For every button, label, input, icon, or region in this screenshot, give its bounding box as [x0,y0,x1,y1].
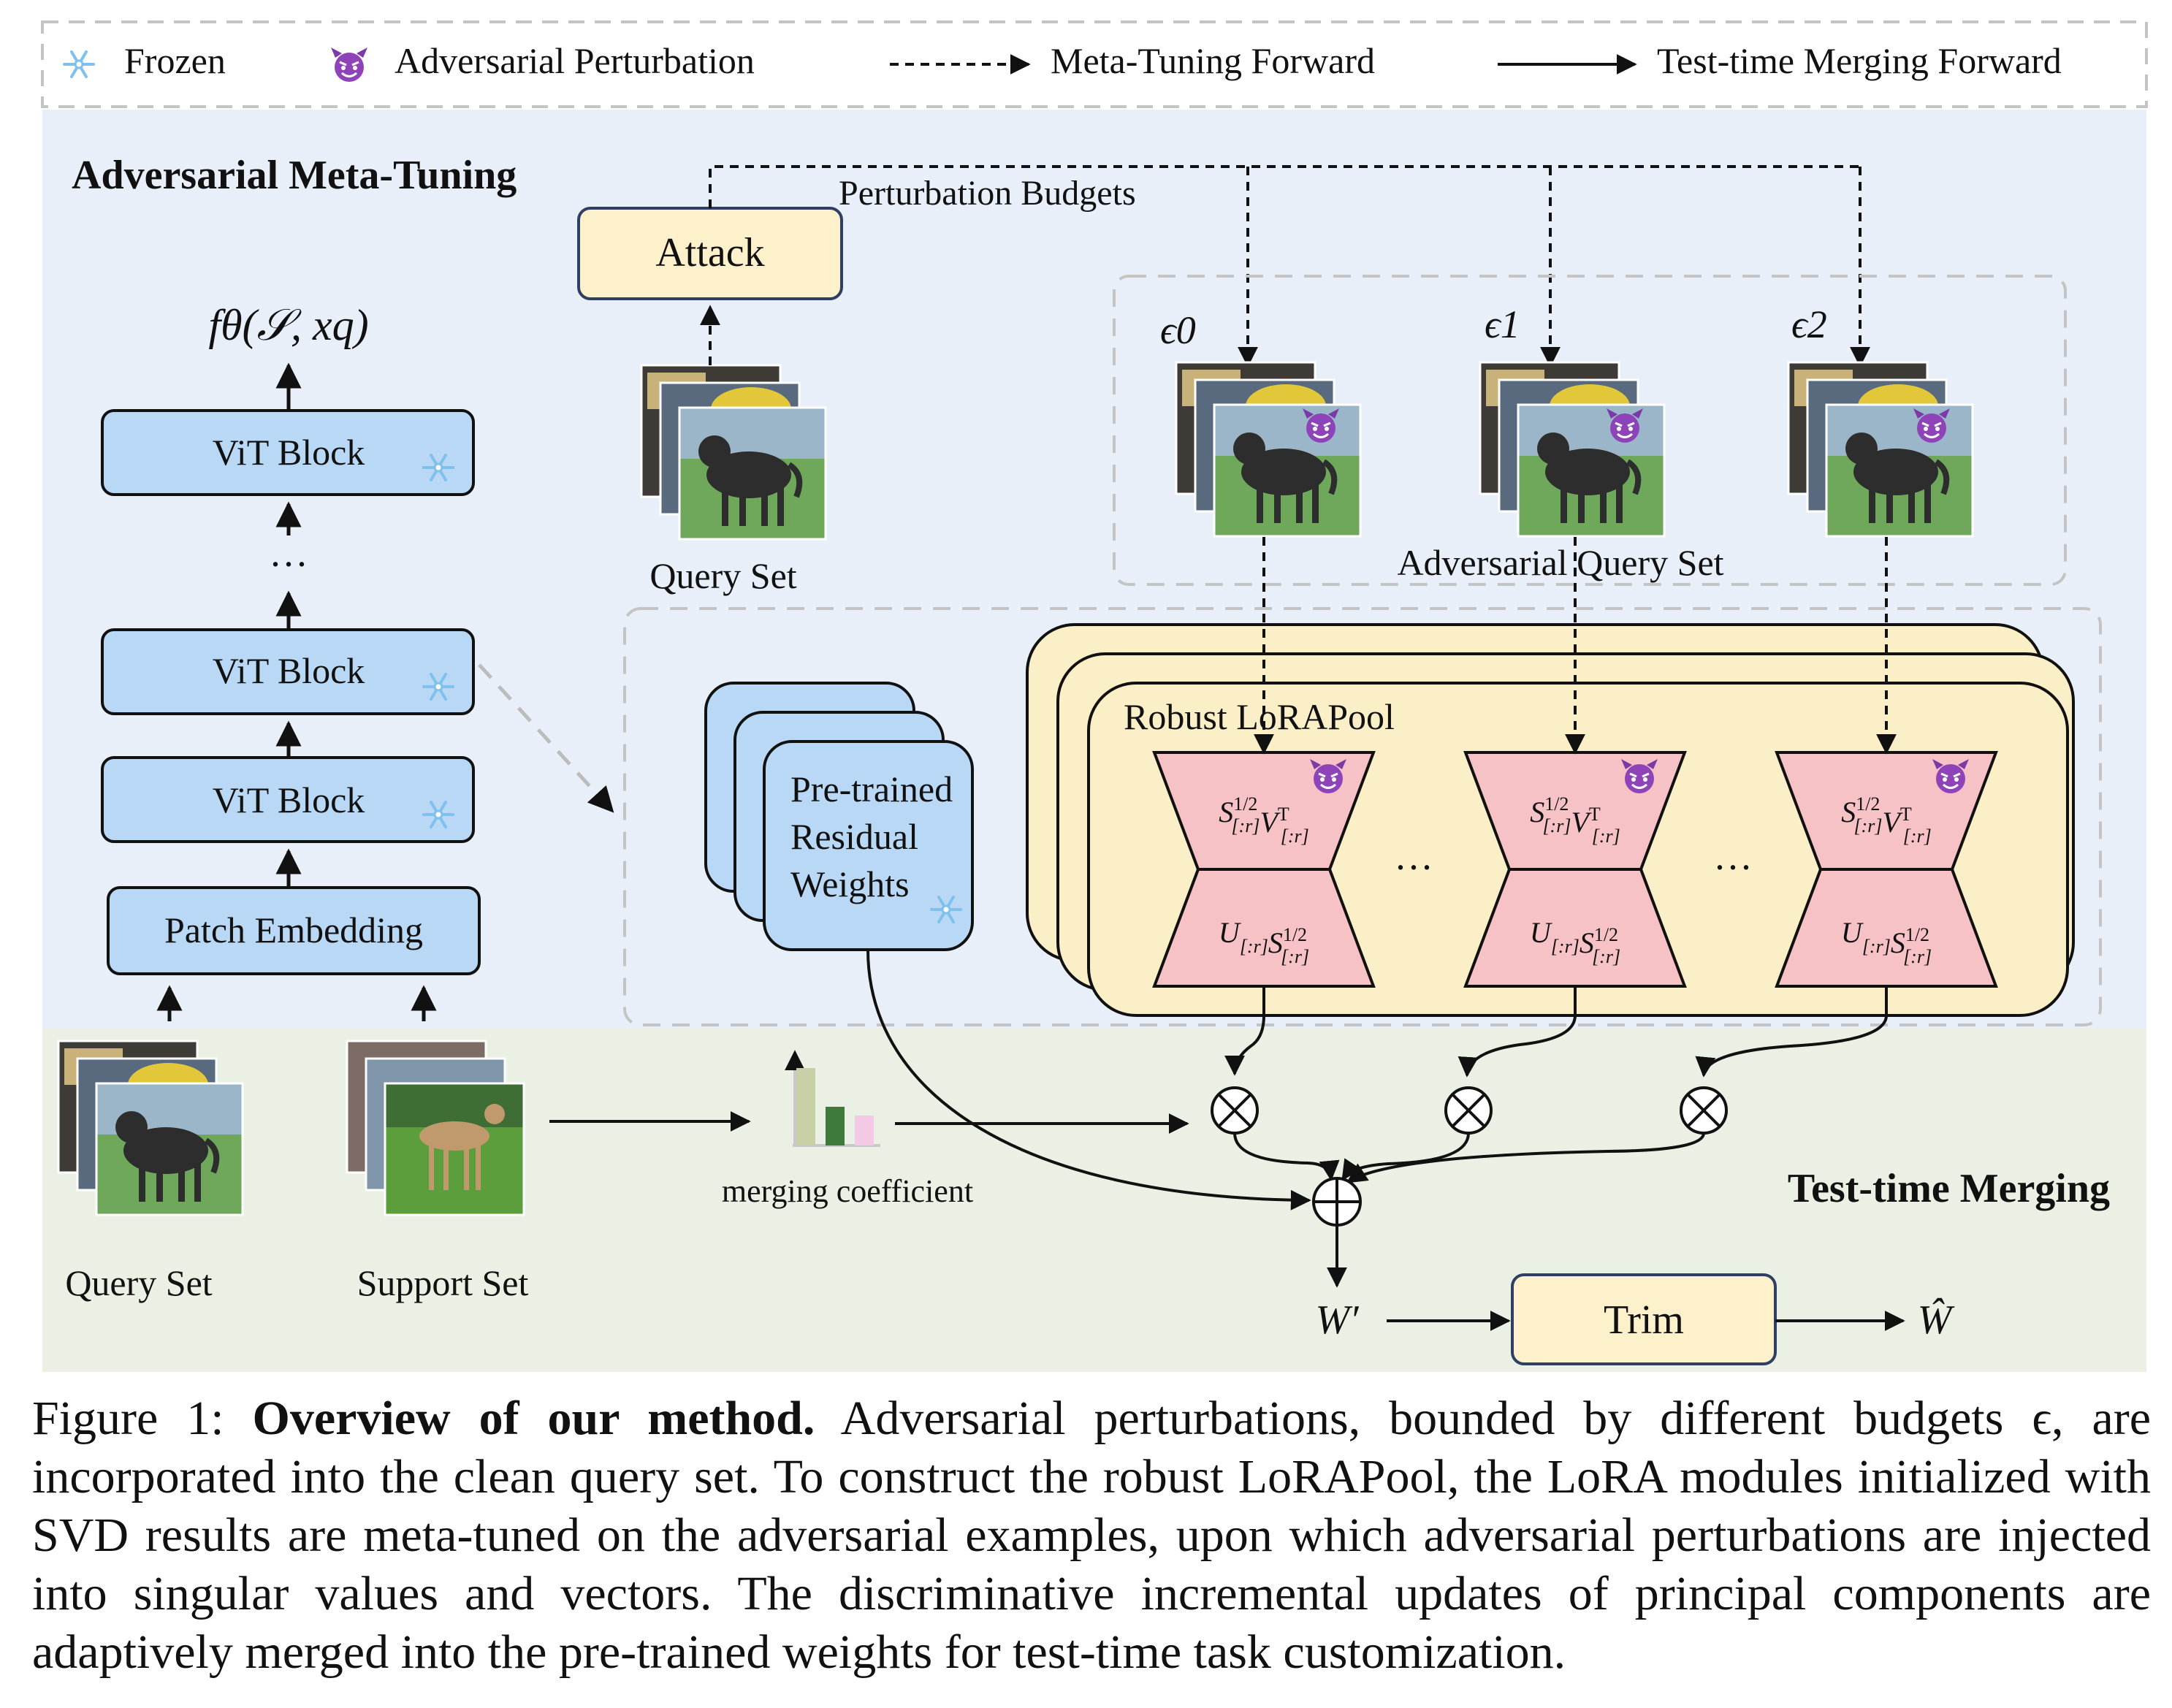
lora-top-formula: S1/2[:r]VT[:r] [1841,793,1932,847]
caption-bold: Overview of our method. [252,1392,815,1445]
residual-line-3: Weights [790,863,910,904]
adversarial-query-set: ϵ0 ϵ1 ϵ2 Adversarial Query Set [1113,275,2067,586]
w-hat: Ŵ [1918,1297,1955,1343]
attack-group: Attack Query Set Perturbation Budgets [577,165,1870,596]
query-set-label: Query Set [649,555,796,596]
vit-block-mid: ViT Block [213,650,365,691]
adversarial-query-set-label: Adversarial Query Set [1397,542,1723,583]
legend-adversarial: Adversarial Perturbation [395,40,755,81]
legend-frozen: Frozen [124,40,226,81]
residual-line-1: Pre-trained [790,769,953,809]
model-output: fθ(𝒮, xq) [208,301,368,349]
merging-coefficient-label: merging coefficient [722,1173,973,1209]
multiply-op-2 [1444,1086,1493,1135]
attack-label: Attack [655,230,764,275]
merge-query-set-label: Query Set [65,1262,212,1303]
residual-weights: Pre-trained Residual Weights [704,682,974,951]
support-set-label: Support Set [357,1262,529,1303]
caption-figure-label: Figure 1: [32,1392,224,1445]
coefficient-bar-2 [826,1107,845,1145]
lorapool-dots-2: ··· [1713,845,1753,889]
merging-flow: Query Set Support Set merging coefficien… [58,949,1955,1365]
meta-tuning-title: Adversarial Meta-Tuning [72,153,517,198]
coefficient-bar-3 [855,1116,874,1145]
multiply-op-1 [1211,1086,1259,1135]
multiply-op-3 [1680,1086,1728,1135]
lora-bottom-formula: U[:r]S1/2[:r] [1841,916,1932,967]
lora-top-formula: S1/2[:r]VT[:r] [1219,793,1309,847]
lorapool-dots-1: ··· [1394,845,1433,889]
merging-coefficient-chart [785,1050,880,1147]
lora-bottom-formula: U[:r]S1/2[:r] [1219,916,1309,967]
trim-label: Trim [1604,1297,1684,1343]
query-set-images [641,365,826,539]
robust-lorapool: Robust LoRAPool S1/2[:r]VT[:r] U[:r]S1/2… [1026,537,2075,1017]
lora-top-formula: S1/2[:r]VT[:r] [1530,793,1620,847]
support-set-images [346,1040,525,1216]
adversarial-images-1 [1480,362,1664,536]
figure-caption: Figure 1: Overview of our method. Advers… [32,1389,2151,1682]
merge-query-set-images [58,1041,243,1215]
legend-meta-forward: Meta-Tuning Forward [1051,40,1375,81]
vit-block-top: ViT Block [213,432,365,473]
adversarial-images-0 [1176,362,1360,536]
sum-op [1312,1177,1362,1227]
residual-line-2: Residual [790,816,918,857]
w-prime: W′ [1316,1297,1360,1343]
legend: Frozen Adversarial Perturbation Meta-Tun… [41,20,2148,108]
vit-block-bottom: ViT Block [213,779,365,820]
patch-embedding: Patch Embedding [164,910,423,950]
merging-title: Test-time Merging [1788,1166,2110,1211]
perturbation-budgets-label: Perturbation Budgets [839,174,1136,213]
lora-bottom-formula: U[:r]S1/2[:r] [1530,916,1620,967]
epsilon-2: ϵ2 [1791,302,1827,346]
method-overview-diagram: Frozen Adversarial Perturbation Meta-Tun… [41,20,2148,1372]
adversarial-images-2 [1788,362,1973,536]
coefficient-bar-1 [796,1068,815,1145]
vit-dots: ··· [269,542,308,586]
lorapool-label: Robust LoRAPool [1124,696,1395,737]
legend-merge-forward: Test-time Merging Forward [1657,40,2062,81]
caption-text: Adversarial perturbations, bounded by di… [32,1392,2152,1679]
epsilon-1: ϵ1 [1485,302,1520,346]
epsilon-0: ϵ0 [1160,308,1196,352]
vit-stack: fθ(𝒮, xq) ViT Block ··· ViT Block ViT Bl… [101,301,614,1021]
